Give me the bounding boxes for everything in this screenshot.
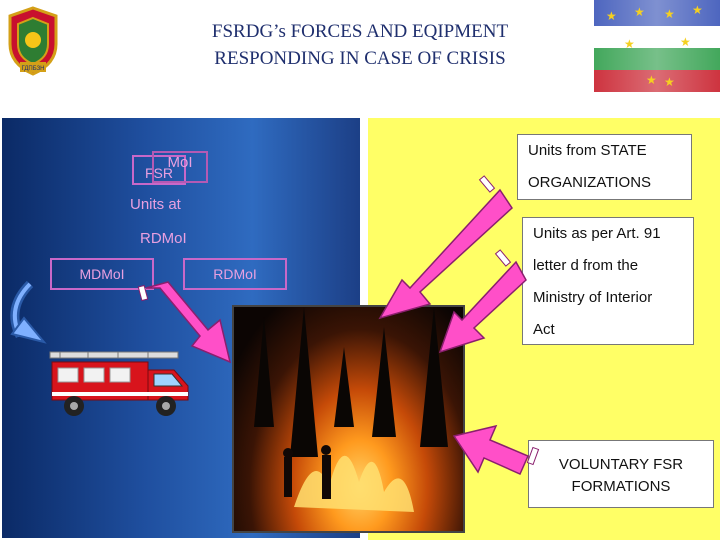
moi-label: MoI (167, 154, 193, 171)
mdmoi-box: MDMoI (50, 258, 154, 290)
title-line-2: RESPONDING IN CASE OF CRISIS (214, 48, 506, 69)
title-line-1: FSRDG’s FORCES AND EQIPMENT (211, 21, 509, 42)
art91-box: Units as per Art. 91 letter d from the M… (522, 217, 694, 345)
art91-line-2: letter d from the (533, 257, 639, 274)
svg-text:★: ★ (692, 3, 703, 17)
curved-arrow-icon (0, 278, 60, 363)
svg-text:★: ★ (606, 9, 617, 23)
state-box-line-2: ORGANIZATIONS (528, 174, 652, 191)
emblem-icon: ГДПБЗН (4, 6, 62, 76)
voluntary-formations-box: VOLUNTARY FSR FORMATIONS (528, 440, 714, 508)
voluntary-line-2: FORMATIONS (571, 478, 671, 495)
forest-fire-photo (232, 305, 465, 533)
svg-text:★: ★ (680, 35, 691, 49)
voluntary-line-1: VOLUNTARY FSR (558, 456, 684, 473)
moi-box: MoI (152, 151, 208, 183)
state-organizations-box: Units from STATE ORGANIZATIONS (517, 134, 692, 200)
state-box-line-1: Units from STATE (528, 142, 647, 159)
flag-icon: ★ ★ ★ ★ ★ ★ ★ ★ (594, 0, 720, 92)
svg-text:ГДПБЗН: ГДПБЗН (21, 66, 44, 72)
units-at-label: Units at (130, 196, 181, 213)
rdmoi-box: RDMoI (183, 258, 287, 290)
svg-text:★: ★ (634, 5, 645, 19)
art91-line-4: Act (533, 321, 555, 338)
svg-text:★: ★ (664, 7, 675, 21)
svg-text:★: ★ (624, 37, 635, 51)
art91-line-3: Ministry of Interior (533, 289, 653, 306)
slide-title: FSRDG’s FORCES AND EQIPMENT RESPONDING I… (110, 18, 610, 72)
svg-text:★: ★ (664, 75, 675, 89)
rdmoi-label: RDMoI (140, 230, 187, 247)
svg-text:★: ★ (646, 73, 657, 87)
art91-line-1: Units as per Art. 91 (533, 225, 661, 242)
fire-truck-icon (48, 348, 198, 425)
